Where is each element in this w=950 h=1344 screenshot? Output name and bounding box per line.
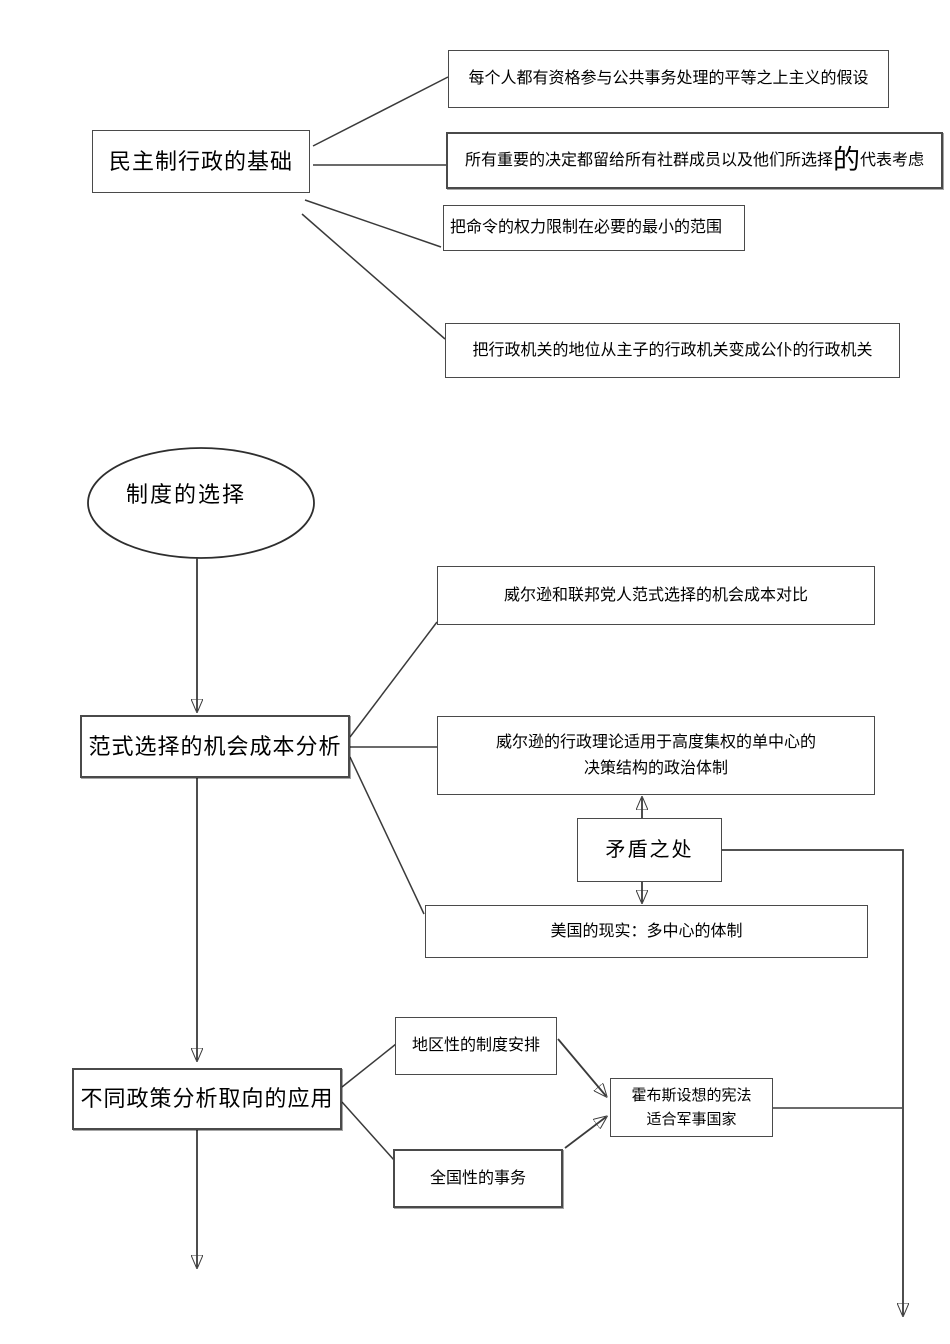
arrow-regional-to-hobbes xyxy=(557,1038,606,1096)
node-decisions-left-to-community: 所有重要的决定都留给所有社群成员以及他们所选择的代表考虑 xyxy=(446,132,943,189)
leaf2-text-after: 代表考虑 xyxy=(860,151,925,169)
leaf2-emphasized-char: 的 xyxy=(833,145,860,175)
line-root1-to-leaf4 xyxy=(301,213,446,340)
hobbes-line2: 适合军事国家 xyxy=(646,1111,737,1128)
node-limit-command-power: 把命令的权力限制在必要的最小的范围 xyxy=(443,205,745,251)
arrow-contradiction-route-down xyxy=(722,849,903,1315)
node-contradiction: 矛盾之处 xyxy=(577,818,722,882)
node-admin-organ-servant: 把行政机关的地位从主子的行政机关变成公仆的行政机关 xyxy=(445,323,900,378)
wilson-theory-line2: 决策结构的政治体制 xyxy=(583,759,728,777)
node-policy-analysis-application: 不同政策分析取向的应用 xyxy=(72,1068,342,1130)
node-equality-assumption: 每个人都有资格参与公共事务处理的平等之上主义的假设 xyxy=(448,50,889,108)
node-democratic-admin-basis: 民主制行政的基础 xyxy=(92,130,310,193)
node-regional-arrangement: 地区性的制度安排 xyxy=(395,1017,557,1075)
start-ellipse xyxy=(87,447,315,559)
node-hobbes-constitution: 霍布斯设想的宪法 适合军事国家 xyxy=(610,1078,773,1137)
line-application-to-national xyxy=(341,1101,395,1161)
node-us-reality-polycentric: 美国的现实：多中心的体制 xyxy=(425,905,868,958)
line-root1-to-leaf1 xyxy=(312,76,449,147)
node-wilson-theory: 威尔逊的行政理论适用于高度集权的单中心的 决策结构的政治体制 xyxy=(437,716,875,795)
wilson-theory-line1: 威尔逊的行政理论适用于高度集权的单中心的 xyxy=(495,733,816,751)
line-analysis-to-reality xyxy=(349,756,425,915)
node-wilson-federalist-compare: 威尔逊和联邦党人范式选择的机会成本对比 xyxy=(437,566,875,625)
start-ellipse-label: 制度的选择 xyxy=(125,482,246,507)
line-root1-to-leaf3 xyxy=(304,199,442,248)
line-application-to-regional xyxy=(341,1043,397,1088)
line-analysis-to-compare xyxy=(349,621,438,738)
node-opportunity-cost-analysis: 范式选择的机会成本分析 xyxy=(80,715,350,778)
arrow-national-to-hobbes xyxy=(564,1117,606,1149)
leaf2-text-before: 所有重要的决定都留给所有社群成员以及他们所选择 xyxy=(464,151,833,169)
node-national-affairs: 全国性的事务 xyxy=(393,1149,563,1208)
hobbes-line1: 霍布斯设想的宪法 xyxy=(631,1087,752,1104)
